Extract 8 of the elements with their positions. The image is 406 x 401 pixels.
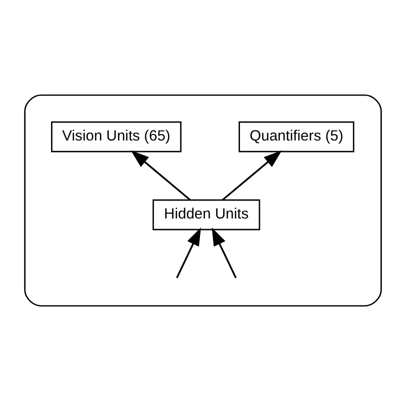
arrow [176, 227, 201, 278]
cluster [24, 94, 382, 307]
node-box: Vision Units (65) [51, 121, 182, 152]
node-box: Hidden Units [152, 199, 260, 230]
arrow [130, 150, 191, 201]
node-box: Quantifiers (5) [238, 121, 354, 152]
arrow [222, 150, 282, 201]
arrow [212, 227, 237, 278]
